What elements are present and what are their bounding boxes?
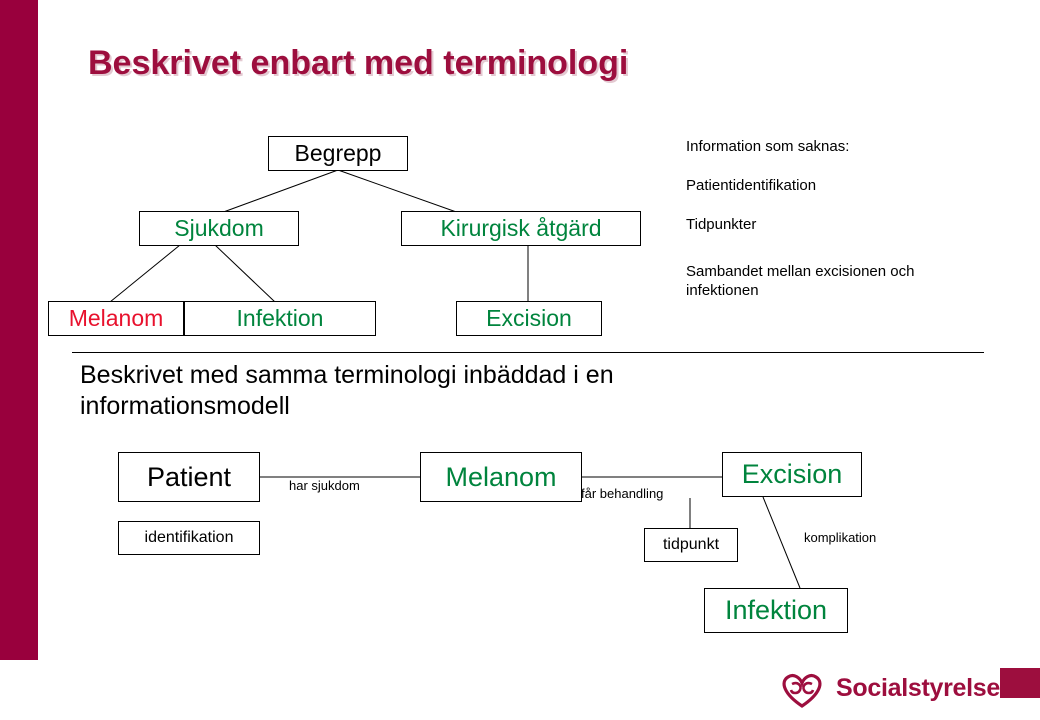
node-excision-terminology: Excision: [456, 301, 602, 336]
footer-logo-text: Socialstyrelsen: [836, 674, 1015, 702]
footer-right-accent: [1000, 668, 1040, 698]
node-tidpunkt: tidpunkt: [644, 528, 738, 562]
left-accent-bar: [0, 0, 38, 660]
socialstyrelsen-logo-icon: [782, 673, 822, 708]
missing-info-heading: Information som saknas:: [686, 138, 850, 155]
footer-logo: [772, 668, 984, 712]
node-sjukdom: Sjukdom: [139, 211, 299, 246]
node-identifikation-label: identifikation: [144, 529, 234, 546]
node-infektion-model: Infektion: [704, 588, 848, 633]
node-excision-terminology-label: Excision: [486, 305, 572, 331]
node-infektion-terminology-label: Infektion: [236, 305, 324, 331]
node-begrepp-label: Begrepp: [294, 140, 382, 166]
node-excision-model: Excision: [722, 452, 862, 497]
page-title: Beskrivet enbart med terminologi: [88, 44, 629, 82]
node-sjukdom-label: Sjukdom: [174, 215, 264, 241]
node-patient-label: Patient: [146, 461, 232, 492]
node-kirurgisk-atgard-label: Kirurgisk åtgärd: [440, 215, 602, 241]
node-kirurgisk-atgard: Kirurgisk åtgärd: [401, 211, 641, 246]
node-tidpunkt-label: tidpunkt: [662, 536, 720, 553]
node-melanom-terminology-label: Melanom: [68, 305, 164, 331]
node-identifikation: identifikation: [118, 521, 260, 555]
missing-info-item-3: Sambandet mellan excisionen och infektio…: [686, 263, 915, 299]
edge-label-har-sjukdom: har sjukdom: [289, 478, 360, 493]
left-accent-bar-foot: [0, 660, 38, 720]
edge-label-far-behandling: får behandling: [581, 486, 664, 501]
node-melanom-model-label: Melanom: [445, 461, 557, 492]
node-melanom-terminology: Melanom: [48, 301, 184, 336]
node-infektion-terminology: Infektion: [184, 301, 376, 336]
section-subtitle: Beskrivet med samma terminologi inbäddad…: [80, 361, 614, 420]
node-melanom-model: Melanom: [420, 452, 582, 502]
node-excision-model-label: Excision: [741, 459, 843, 489]
node-infektion-model-label: Infektion: [724, 595, 828, 625]
missing-info-item-2: Tidpunkter: [686, 216, 757, 233]
edge-label-komplikation: komplikation: [804, 530, 877, 545]
section-divider: [72, 352, 984, 353]
node-begrepp: Begrepp: [268, 136, 408, 171]
node-patient: Patient: [118, 452, 260, 502]
missing-info-item-1: Patientidentifikation: [686, 177, 817, 194]
